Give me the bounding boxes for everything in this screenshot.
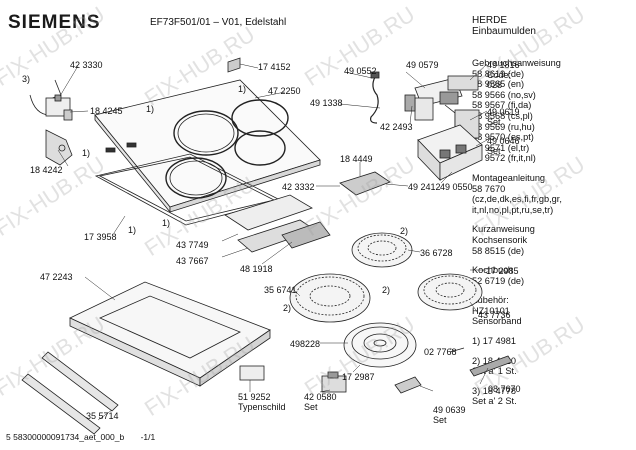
part-label: 49 0550: [440, 182, 473, 192]
part-label: 49 0552: [344, 66, 377, 76]
control-housing: [417, 124, 483, 181]
part-label: Typenschild: [238, 402, 286, 412]
document-line: Set a' 2 St.: [472, 396, 517, 407]
part-label: 47 2243: [40, 272, 73, 282]
footnote-callout: 2): [400, 226, 409, 236]
footnote-callout: 1): [82, 148, 91, 158]
bottom-tray: [69, 281, 271, 387]
part-label: 42 2493: [380, 122, 413, 132]
control-module: [414, 75, 480, 139]
control-panel: [224, 194, 331, 253]
document-line: 58 8619 (de): [472, 68, 525, 79]
mounting-rail: [21, 351, 119, 435]
category-title: HERDE Einbaumulden: [472, 15, 536, 37]
footer-page: -1/1: [140, 432, 156, 442]
part-label: 36 6728: [420, 248, 453, 258]
part-label: 35 6741: [264, 285, 297, 295]
document-line: 58 8515 (de): [472, 245, 525, 256]
part-label: 51 9252: [238, 392, 271, 402]
document-line: 58 9566 (no,sv): [472, 89, 536, 100]
terminal-block: [29, 79, 73, 166]
part-label: 43 7667: [176, 256, 209, 266]
document-line: Gebrauchsanweisung: [472, 58, 561, 68]
model-title: EF73F501/01 – V01, Edelstahl: [150, 17, 287, 28]
part-label: Set: [487, 117, 501, 127]
document-line: Zubehör:: [472, 295, 509, 306]
part-label: 48 1918: [240, 264, 273, 274]
footnote-callout: 2): [283, 303, 292, 313]
document-line: 2) 18 4210: [472, 355, 516, 366]
part-label: 49 0619: [487, 107, 520, 117]
heating-element: [417, 273, 483, 311]
part-label: 18 4449: [340, 154, 373, 164]
part-label: 49 1338: [310, 98, 343, 108]
part-label: 18 4245: [90, 106, 123, 116]
part-label: 42 0580: [304, 392, 337, 402]
document-line: Kochbuch: [472, 265, 513, 276]
document-line: 3) 18 4778: [472, 385, 516, 396]
category-line: HERDE: [472, 15, 508, 26]
document-line: 58 9569 (ru,hu): [472, 121, 535, 132]
document-line: 58 7670: [472, 183, 506, 194]
document-line: 58 9570 (es,pt): [472, 132, 534, 143]
part-label: 17 2985: [486, 266, 519, 276]
part-label: Code:: [487, 70, 512, 80]
brand-logo: SIEMENS: [8, 12, 101, 33]
part-label: 18 4242: [30, 165, 63, 175]
footnote-callout: 1): [238, 84, 247, 94]
part-label: Set: [487, 146, 501, 156]
footnote-callout: 1): [128, 225, 137, 235]
footnote-callout: 3): [22, 74, 31, 84]
document-line: it,nl,no,pl,pt,ru,se,tr): [472, 204, 554, 215]
part-label: 028: [487, 80, 503, 90]
part-label: 49 2412: [408, 182, 441, 192]
part-label: 43 7749: [176, 240, 209, 250]
heating-element: [343, 322, 417, 368]
part-label: 42 3332: [282, 182, 315, 192]
type-plate: [239, 365, 265, 381]
part-label: 17 4152: [258, 62, 291, 72]
footnote-callout: 2): [382, 285, 391, 295]
hob-glass-top: [94, 79, 321, 214]
part-label: 43 7736: [478, 310, 511, 320]
footnote-callout: 1): [162, 218, 171, 228]
footer-code: 5 58300000091734_aet_000_b: [6, 432, 125, 442]
part-label: 49 1816: [487, 60, 520, 70]
document-line: 58 9567 (fi,da): [472, 100, 532, 111]
document-line: 1) 17 4981: [472, 336, 516, 347]
document-line: Montageanleitung: [472, 172, 546, 183]
heating-element: [289, 273, 371, 323]
footnote-callout: 1): [146, 104, 155, 114]
part-label: 35 5714: [86, 411, 119, 421]
document-line: 58 9565 (en): [472, 79, 525, 90]
part-label: 17 2987: [342, 372, 375, 382]
document-line: 58 9568 (cs,pl): [472, 110, 533, 121]
document-line: HZ10101: [472, 305, 510, 316]
document-line: (cz,de,dk,es,fi,fr,gb,gr,: [472, 194, 562, 205]
part-label: 49 0579: [406, 60, 439, 70]
part-label: 47 2250: [268, 86, 301, 96]
part-label: 498228: [290, 339, 321, 349]
part-label: 08 7670: [488, 384, 521, 394]
document-line: 52 6719 (de): [472, 275, 525, 286]
part-label: Set: [304, 402, 318, 412]
document-line: 58 9572 (fr,it,nl): [472, 153, 536, 164]
document-line: Sensorband: [472, 316, 522, 327]
heating-element: [351, 232, 413, 268]
document-code: 5 58300000091734_aet_000_b -1/1: [6, 432, 155, 442]
part-label: 49 0639: [433, 405, 466, 415]
part-label: Set: [433, 415, 447, 425]
document-line: Kurzanweisung: [472, 224, 535, 235]
document-line: Set a' 1 St.: [472, 366, 517, 377]
document-line: 58 9571 (el,tr): [472, 142, 530, 153]
part-label: 17 3958: [84, 232, 117, 242]
part-label: 02 7768: [424, 347, 457, 357]
document-line: Kochsensorik: [472, 234, 528, 245]
part-label: 49 0646: [487, 136, 520, 146]
category-line: Einbaumulden: [472, 26, 536, 37]
part-label: 42 3330: [70, 60, 103, 70]
